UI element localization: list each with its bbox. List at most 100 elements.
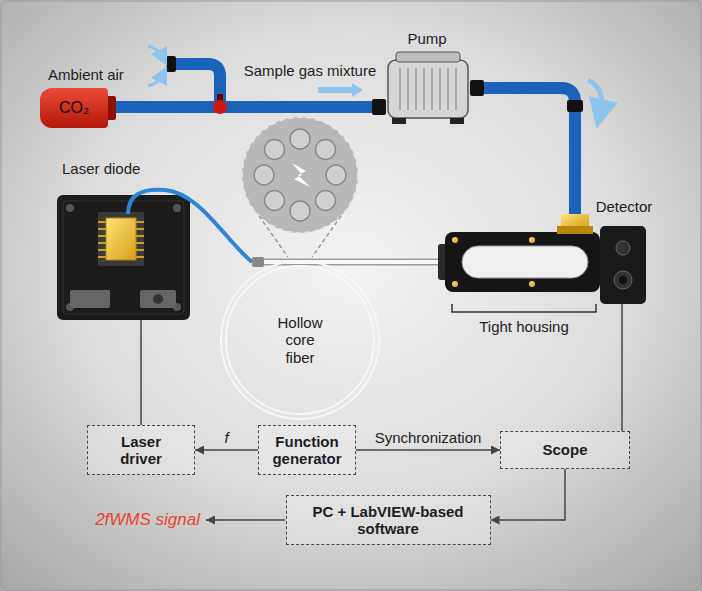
signal-wire	[621, 304, 623, 431]
laser-diode-mount	[173, 204, 181, 212]
air-pump	[447, 68, 449, 110]
laser-diode-mount	[136, 256, 144, 258]
photodetector	[600, 226, 646, 304]
flow-arrow	[318, 83, 363, 97]
fiber-cross-section	[259, 216, 288, 257]
gas-cell-housing	[462, 246, 588, 278]
laser-diode-mount	[66, 204, 74, 212]
box-label: PC + LabVIEW-based software	[298, 503, 478, 538]
flow-arrow	[588, 80, 602, 114]
laser-diode-mount	[106, 218, 136, 260]
housing-bracket	[452, 304, 596, 312]
signal-arrow	[195, 449, 258, 451]
fiber-cross-section	[265, 140, 285, 160]
laser-diode-mount	[136, 242, 144, 244]
laser-diode-mount	[136, 221, 144, 223]
pipe-cuff	[567, 100, 583, 112]
pipe-cuff	[166, 56, 583, 115]
part-label: Tight housing	[479, 318, 569, 336]
pipe-cuff	[470, 80, 484, 96]
fiber-cross-section	[242, 117, 358, 233]
air-pump	[431, 68, 433, 110]
laser-diode-mount	[98, 249, 106, 251]
box-label: CO₂	[59, 99, 89, 117]
signal-wire	[206, 519, 285, 521]
air-pump	[407, 68, 409, 110]
air-pump	[439, 68, 441, 110]
air-pump	[399, 68, 401, 110]
edge-label: f	[224, 429, 228, 447]
gas-pipe	[170, 64, 220, 107]
housing-bracket	[452, 304, 596, 312]
box-label: Function generator	[265, 433, 349, 468]
inlet-label: Ambient air	[48, 66, 124, 84]
gas-cell-housing	[452, 281, 458, 287]
box-label: Hollow core fiber	[269, 314, 331, 366]
fiber-coil-circle: Hollow core fiber	[225, 265, 375, 415]
air-pump	[450, 118, 464, 124]
mixing-valve	[217, 94, 223, 101]
laser-diode-mount	[98, 256, 106, 258]
laser-diode-mount	[63, 201, 184, 314]
fiber-cross-section	[254, 129, 346, 221]
laser-diode-mount	[57, 195, 190, 320]
process-box: Laser driver	[87, 425, 195, 475]
box-label: Scope	[542, 441, 587, 458]
laser-diode-mount	[98, 212, 144, 266]
signal-arrow	[356, 449, 500, 451]
box-label: Laser driver	[106, 433, 176, 468]
laser-diode-mount	[136, 235, 144, 237]
gas-cell-housing	[438, 214, 600, 292]
air-pump	[396, 52, 460, 62]
flow-arrow	[148, 46, 163, 58]
fiber-cross-section	[312, 216, 341, 257]
fiber-cross-section	[242, 117, 358, 257]
part-label: Detector	[596, 198, 653, 216]
air-pump	[388, 60, 468, 118]
part-label: Pump	[407, 30, 446, 48]
air-pump	[423, 68, 425, 110]
output-label: 2fWMS signal	[95, 510, 200, 530]
pipe-cuff	[372, 99, 386, 115]
laser-diode-mount	[98, 235, 106, 237]
fiber-cross-section	[326, 165, 346, 185]
gas-cell-housing	[452, 237, 458, 243]
laser-diode-mount	[98, 242, 106, 244]
fiber-cross-section	[290, 201, 310, 221]
gas-cell-housing	[529, 281, 535, 287]
optical-fiber	[128, 190, 252, 262]
flow-arrow	[148, 74, 163, 86]
mixing-valve	[213, 100, 227, 114]
signal-wire	[141, 304, 622, 520]
fiber-cross-section	[316, 140, 336, 160]
flow-label: Sample gas mixture	[244, 62, 377, 80]
process-box: Function generator	[258, 425, 356, 475]
optical-fiber	[252, 257, 264, 267]
laser-diode-mount	[153, 294, 163, 304]
air-pump	[455, 68, 457, 110]
fiber-coil	[221, 261, 379, 419]
laser-diode-mount	[70, 290, 110, 308]
fiber-cross-section	[265, 191, 285, 211]
mixing-valve	[213, 94, 227, 114]
edge-label: Synchronization	[375, 429, 482, 447]
photodetector	[616, 241, 630, 255]
air-pump	[388, 52, 468, 124]
fiber-coil	[221, 261, 379, 419]
flow-arrow	[148, 46, 602, 114]
gas-cylinder: CO₂	[40, 88, 108, 128]
fiber-cross-section	[290, 129, 310, 149]
laser-diode-mount	[57, 195, 190, 320]
part-label: Laser diode	[62, 160, 140, 178]
gas-cell-housing	[529, 237, 535, 243]
fiber-cross-section	[316, 191, 336, 211]
gas-pipe	[112, 101, 386, 113]
signal-arrow	[491, 469, 566, 520]
photodetector	[619, 276, 627, 284]
gas-cell-housing	[561, 214, 589, 228]
laser-diode-mount	[136, 228, 144, 230]
